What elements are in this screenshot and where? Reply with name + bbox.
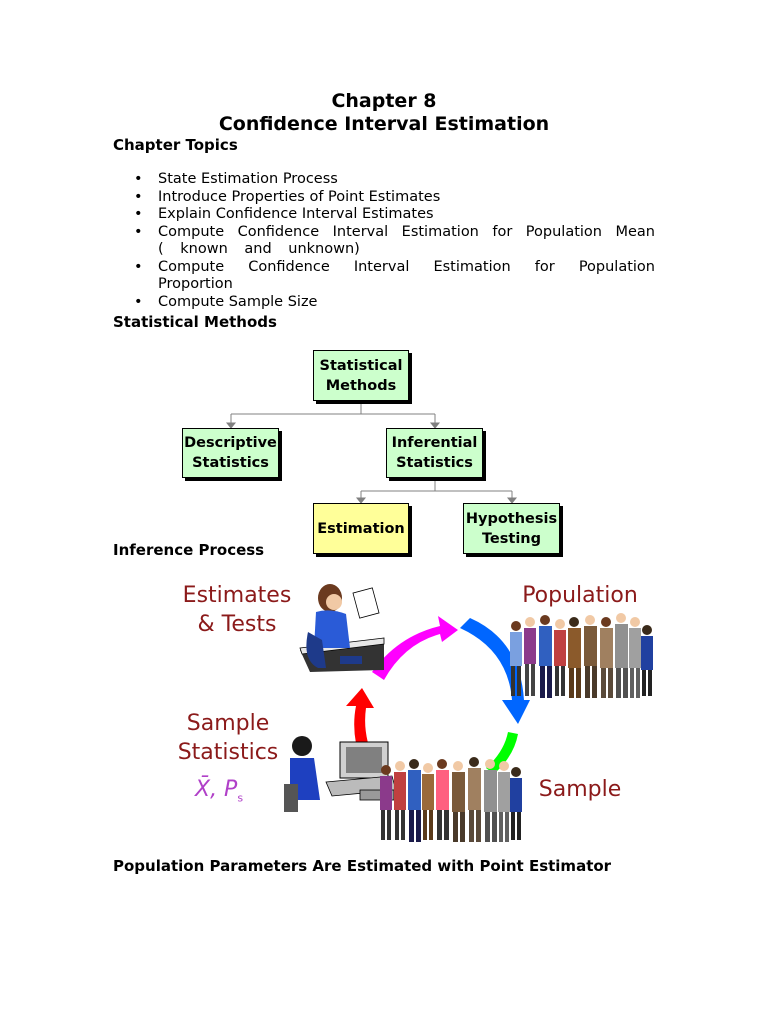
topic-item: Compute Confidence Interval Estimation f… <box>134 224 655 259</box>
topic-item: Compute Confidence Interval Estimation f… <box>134 259 655 294</box>
chapter-number: Chapter 8 <box>331 90 437 112</box>
chapter-topics-heading: Chapter Topics <box>113 136 238 154</box>
population-label: Population <box>522 583 638 608</box>
inference-process-heading: Inference Process <box>113 541 265 559</box>
chapter-title: Confidence Interval Estimation <box>218 113 550 135</box>
estimates-tests-label: Estimates& Tests <box>182 583 292 637</box>
statistical-methods-heading: Statistical Methods <box>113 313 277 331</box>
sample-label: Sample <box>538 777 622 802</box>
arrow-magenta-icon <box>372 616 458 680</box>
arrow-blue-icon <box>460 618 530 724</box>
topic-item-continuation: Proportion <box>158 276 233 292</box>
sample-statistic-symbols: X̄, Ps <box>195 777 244 805</box>
topic-item: Explain Confidence Interval Estimates <box>134 206 655 224</box>
analyst-at-computer-icon <box>284 736 397 812</box>
topics-list: State Estimation Process Introduce Prope… <box>134 171 655 311</box>
topic-item: Compute Sample Size <box>134 294 655 312</box>
population-crowd-icon <box>510 613 653 698</box>
point-estimator-heading: Population Parameters Are Estimated with… <box>113 857 612 875</box>
estimation-box: Estimation <box>313 503 409 554</box>
topic-item-continuation: ( known and unknown) <box>158 241 360 257</box>
sample-crowd-icon <box>380 757 522 842</box>
topic-item: State Estimation Process <box>134 171 655 189</box>
analyst-at-desk-icon <box>299 584 385 672</box>
topic-item: Introduce Properties of Point Estimates <box>134 189 655 207</box>
